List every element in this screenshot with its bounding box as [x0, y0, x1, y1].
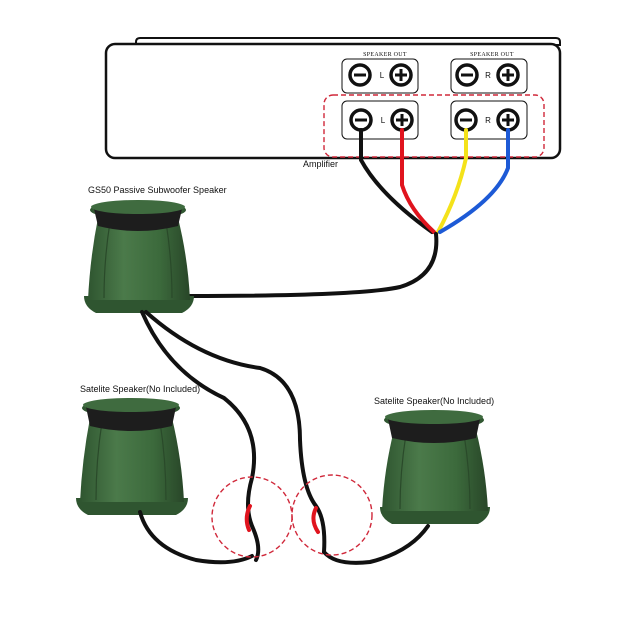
- highlight-lower-terminals: [323, 94, 545, 158]
- amplifier-body: [104, 42, 562, 160]
- terminal-lower-left-negative[interactable]: [349, 108, 373, 132]
- terminal-upper-left-negative[interactable]: [348, 63, 372, 87]
- highlight-splice-right: [291, 474, 373, 556]
- cable-sub-to-left-satellite: [140, 310, 261, 562]
- subwoofer-speaker: [84, 200, 194, 313]
- terminal-upper-right-negative[interactable]: [455, 63, 479, 87]
- right-speaker-out-panel: SPEAKER OUT: [450, 52, 528, 140]
- cable-left-satellite-to-splice: [138, 510, 254, 565]
- left-speaker-out-panel: SPEAKER OUT: [341, 52, 419, 140]
- terminal-upper-right-positive[interactable]: [496, 63, 520, 87]
- wire-blue-amp: [438, 128, 510, 234]
- wire-red-amp: [400, 128, 436, 234]
- cable-right-satellite-to-splice: [322, 524, 430, 565]
- sub-to-satellite-cables: [140, 310, 327, 562]
- wire-yellow-amp: [436, 128, 468, 234]
- terminal-upper-left-positive[interactable]: [389, 63, 413, 87]
- amplifier: SPEAKER OUT SPEAKER OUT L R: [104, 37, 562, 169]
- plus-icon: [502, 69, 514, 81]
- terminal-lower-left-positive[interactable]: [390, 108, 414, 132]
- terminal-lower-right-positive[interactable]: [496, 108, 520, 132]
- right-satellite-label: Satelite Speaker(No Included): [374, 396, 494, 406]
- splice-right-red: [311, 506, 320, 534]
- amp-wires: [188, 128, 510, 298]
- highlight-splice-left: [211, 476, 293, 558]
- left-panel-header: SPEAKER OUT: [363, 52, 407, 58]
- right-channel-letter-upper: R: [485, 71, 491, 80]
- wire-black-amp: [359, 128, 434, 234]
- splice-left-red: [244, 504, 252, 532]
- right-panel-header: SPEAKER OUT: [470, 52, 514, 58]
- plus-icon: [395, 69, 407, 81]
- plus-icon: [396, 114, 408, 126]
- right-satellite-speaker: [380, 410, 490, 524]
- right-channel-letter-lower: R: [485, 116, 491, 125]
- left-satellite-speaker: [76, 398, 188, 515]
- plus-icon: [502, 114, 514, 126]
- left-channel-letter-upper: L: [380, 71, 385, 80]
- cable-amp-to-subwoofer: [188, 232, 439, 298]
- left-satellite-label: Satelite Speaker(No Included): [80, 384, 200, 394]
- terminal-lower-right-negative[interactable]: [454, 108, 478, 132]
- amplifier-label: Amplifier: [303, 159, 338, 169]
- satellite-cables: [138, 510, 430, 565]
- subwoofer-label: GS50 Passive Subwoofer Speaker: [88, 185, 227, 195]
- splice-connections: [244, 504, 320, 534]
- cable-sub-to-right-satellite: [144, 310, 327, 554]
- left-channel-letter-lower: L: [381, 116, 386, 125]
